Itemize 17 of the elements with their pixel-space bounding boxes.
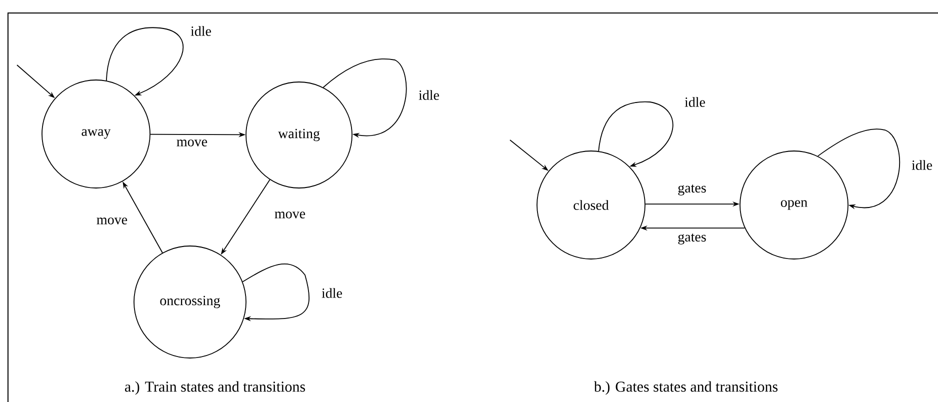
edge-label: move	[95, 216, 129, 226]
loop-arrow	[598, 101, 674, 167]
loop-arrow	[242, 264, 310, 322]
caption: b.) Gates states and transitions	[594, 381, 778, 395]
loop-arrow	[106, 27, 184, 96]
edge-label: idle	[320, 287, 344, 299]
edge-label: move	[175, 138, 209, 148]
edge-label: move	[273, 210, 307, 220]
edge-label: idle	[910, 159, 934, 171]
edge-label: gates	[676, 232, 708, 246]
loop-arrow	[322, 58, 407, 138]
edge-label: idle	[684, 96, 706, 108]
caption: a.) Train states and transitions	[125, 381, 306, 395]
edge-label: idle	[418, 89, 440, 101]
edge-label: idle	[190, 25, 212, 37]
edge-label: gates	[676, 184, 708, 196]
loop-arrow	[817, 128, 900, 210]
